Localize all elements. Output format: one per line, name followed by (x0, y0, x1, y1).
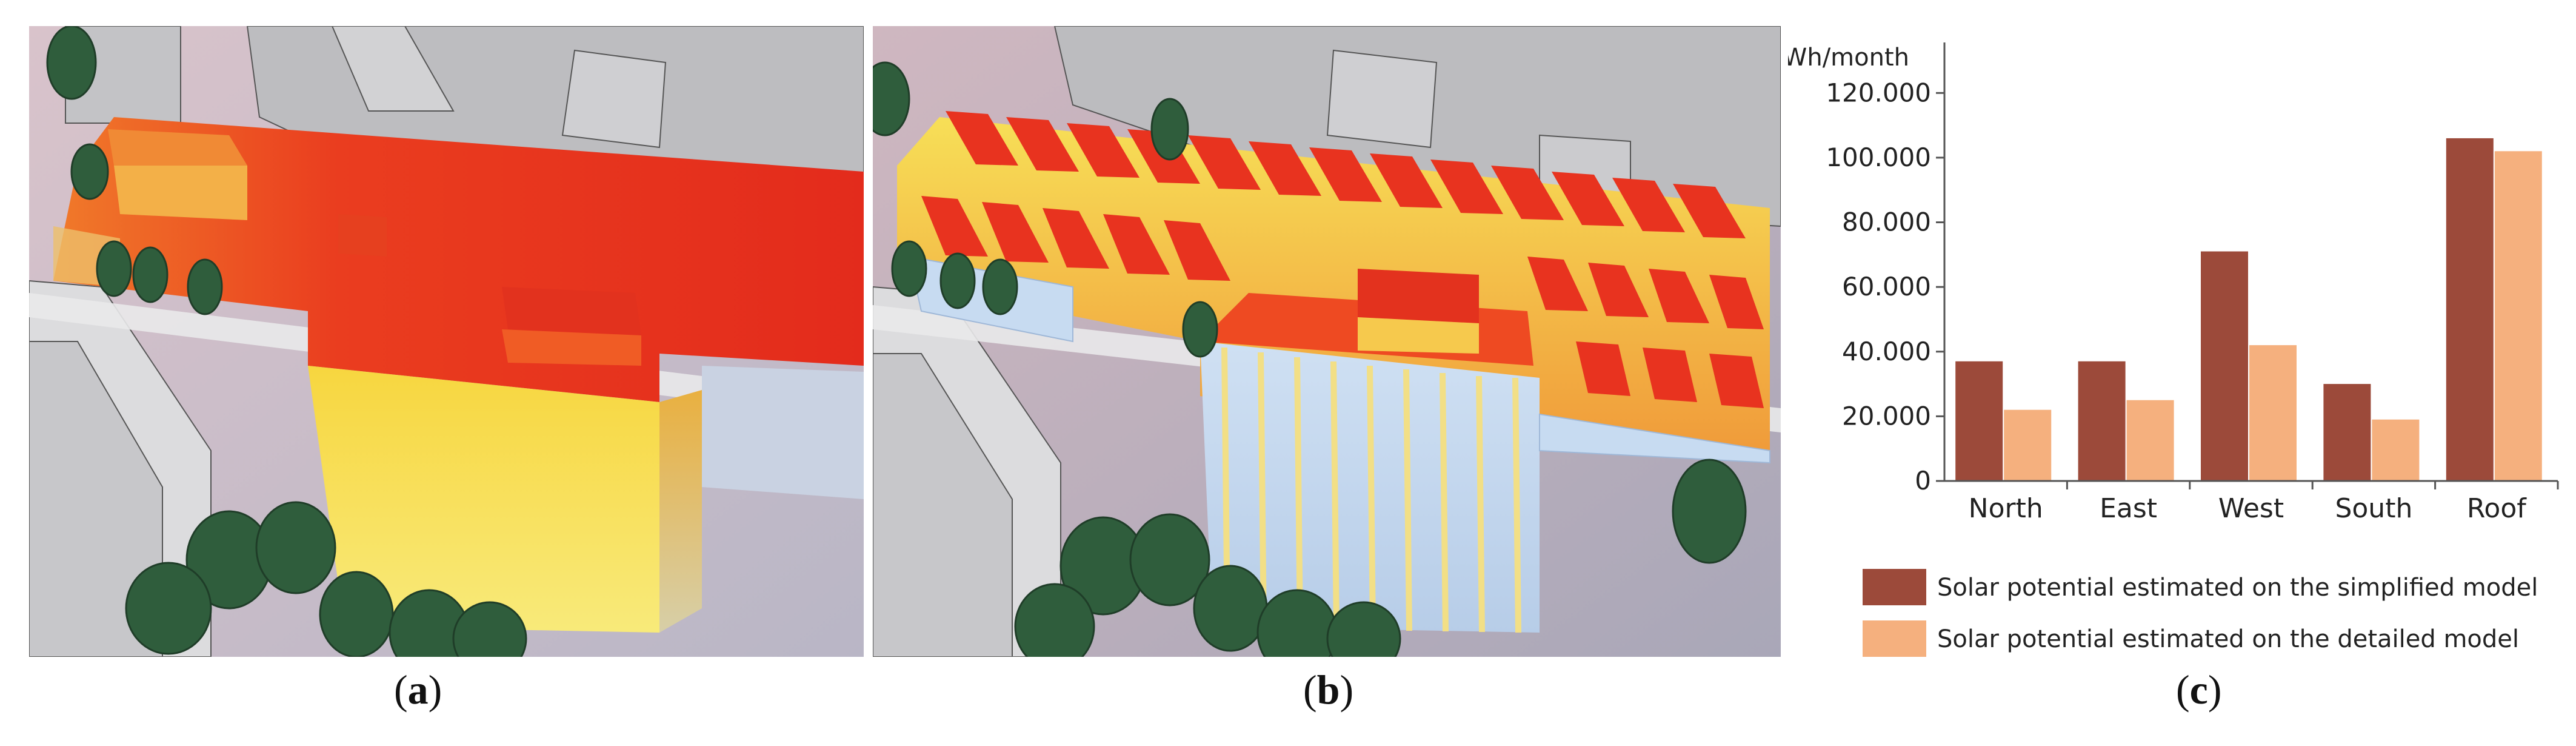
y-tick-label: 20.000 (1842, 401, 1931, 431)
solar-potential-bar-chart: kWh/month 0 20.000 40.000 60.000 80.000 100.0… (1788, 42, 2559, 657)
bar-group (1955, 138, 2542, 481)
x-tick-label: North (1969, 493, 2043, 524)
y-tick-label: 0 (1915, 466, 1931, 496)
x-tick-label: Roof (2467, 493, 2527, 524)
x-axis: North East West South Roof (1944, 480, 2559, 524)
y-tick-label: 100.000 (1826, 143, 1931, 172)
bar-simplified-roof (2446, 138, 2494, 481)
bar-simplified-west (2201, 251, 2248, 481)
simplified-model-illustration (29, 26, 864, 657)
figure-label-b: (b) (1303, 667, 1354, 713)
bar-simplified-east (2078, 361, 2126, 481)
legend-swatch (1863, 569, 1926, 605)
bar-detailed-east (2126, 400, 2174, 481)
x-tick-label: South (2335, 493, 2412, 524)
legend-label: Solar potential estimated on the simplif… (1937, 574, 2538, 602)
y-axis-label: kWh/month (1788, 44, 1909, 72)
y-tick-label: 80.000 (1842, 207, 1931, 237)
figure-label-a: (a) (394, 667, 442, 713)
chart-legend: Solar potential estimated on the simplif… (1863, 569, 2538, 657)
legend-swatch (1863, 620, 1926, 657)
bar-simplified-south (2323, 384, 2371, 481)
y-axis: 0 20.000 40.000 60.000 80.000 100.000 120.000 (1826, 42, 1946, 496)
figure-label-c: (c) (2176, 667, 2222, 713)
bar-detailed-south (2372, 419, 2420, 481)
bar-detailed-roof (2494, 151, 2542, 481)
x-tick-label: West (2218, 493, 2284, 524)
y-tick-label: 120.000 (1826, 78, 1931, 107)
detailed-model-illustration (873, 26, 1781, 657)
y-tick-label: 40.000 (1842, 337, 1931, 366)
y-tick-label: 60.000 (1842, 272, 1931, 301)
render-simplified-model (29, 26, 864, 657)
legend-label: Solar potential estimated on the detaile… (1937, 625, 2519, 653)
bar-simplified-north (1955, 361, 2003, 481)
bar-detailed-north (2004, 409, 2052, 481)
bar-detailed-west (2249, 345, 2297, 481)
x-tick-label: East (2100, 493, 2157, 524)
render-detailed-model (873, 26, 1781, 657)
